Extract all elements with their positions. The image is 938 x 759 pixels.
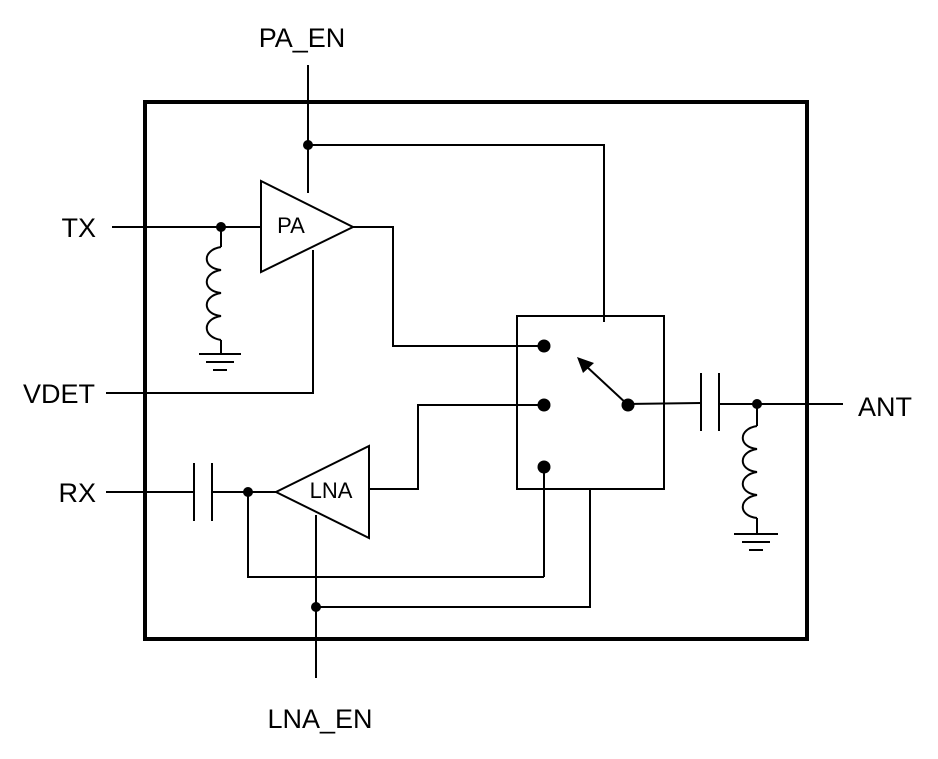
switch-arrow-icon (577, 357, 594, 373)
pin-label-ant: ANT (858, 392, 912, 422)
pin-label-vdet: VDET (23, 379, 95, 409)
tx-shunt-inductor (205, 246, 222, 354)
pa-label: PA (277, 213, 305, 238)
pin-label-lna-en: LNA_EN (267, 704, 372, 734)
ant-net (627, 373, 843, 431)
pin-label-pa-en: PA_EN (259, 23, 346, 53)
pin-label-rx: RX (58, 478, 96, 508)
lna-label: LNA (310, 478, 353, 503)
switch-contact-tx (537, 339, 551, 353)
ant-ground-icon (734, 533, 778, 551)
pin-label-tx: TX (61, 213, 96, 243)
tx-ground-icon (199, 353, 241, 371)
tx-net (112, 222, 261, 247)
rf-switch (516, 315, 665, 490)
rx-net (106, 463, 545, 578)
vdet-net (106, 250, 314, 394)
pa-output-net (353, 226, 544, 347)
lna-en-net (311, 489, 591, 678)
lna-amplifier: LNA (273, 444, 370, 540)
module-outline (143, 100, 809, 641)
pa-en-net (303, 65, 605, 322)
lna-output-net (369, 404, 544, 490)
ant-shunt-inductor (741, 425, 758, 534)
pa-amplifier: PA (260, 179, 356, 274)
